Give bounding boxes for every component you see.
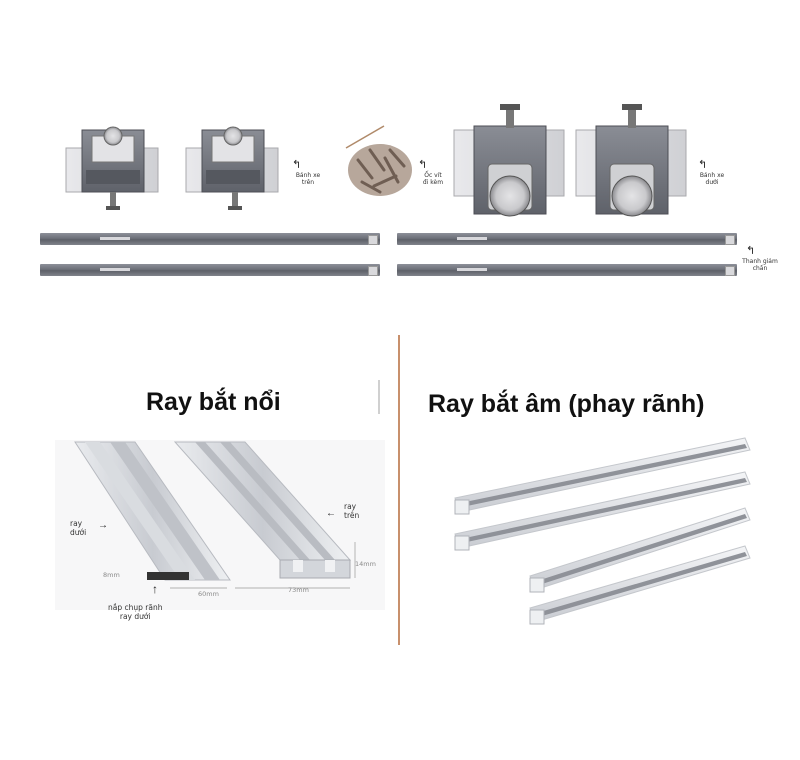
damper-bar-right-bottom <box>397 264 737 276</box>
label-lower-rail: ray dưới <box>70 519 87 537</box>
hardware-illustration <box>65 104 687 217</box>
dim-14mm: 14mm <box>355 560 376 568</box>
damper-bar-left-top <box>40 233 380 245</box>
label-screws: Ốc vít đi kèm <box>422 172 444 186</box>
arrow-left-icon: ← <box>326 508 336 519</box>
arrow-up-icon: ↑ <box>152 582 158 596</box>
section-divider <box>398 335 400 645</box>
upper-roller-2 <box>185 126 279 210</box>
dim-60mm: 60mm <box>198 590 219 598</box>
lower-roller-2 <box>575 104 687 217</box>
arrow-icon: ↰ <box>698 159 708 171</box>
label-damper: Thanh giảm chấn <box>742 258 778 272</box>
surface-rail-illustration <box>55 440 385 610</box>
lower-roller-1 <box>453 104 565 217</box>
label-upper-rail: ray trên <box>344 502 360 520</box>
label-cap: nắp chụp rãnh ray dưới <box>108 603 163 621</box>
title-bar-mark <box>378 380 380 414</box>
surface-rail-title: Ray bắt nổi <box>146 388 281 416</box>
damper-bar-right-top <box>397 233 737 245</box>
dim-73mm: 73mm <box>288 586 309 594</box>
recessed-rail-title: Ray bắt âm (phay rãnh) <box>428 390 705 418</box>
arrow-icon: ↰ <box>418 159 428 171</box>
arrow-icon: ↰ <box>292 159 302 171</box>
label-lower-wheel: Bánh xe dưới <box>699 172 725 186</box>
damper-bar-left-bottom <box>40 264 380 276</box>
dim-8mm: 8mm <box>103 571 120 579</box>
label-upper-wheel: Bánh xe trên <box>295 172 321 186</box>
upper-roller-1 <box>65 126 159 210</box>
screws-pile <box>345 125 412 196</box>
arrow-icon: ↰ <box>746 245 756 257</box>
recessed-rail-illustration <box>454 437 751 625</box>
arrow-right-icon: → <box>98 520 108 531</box>
